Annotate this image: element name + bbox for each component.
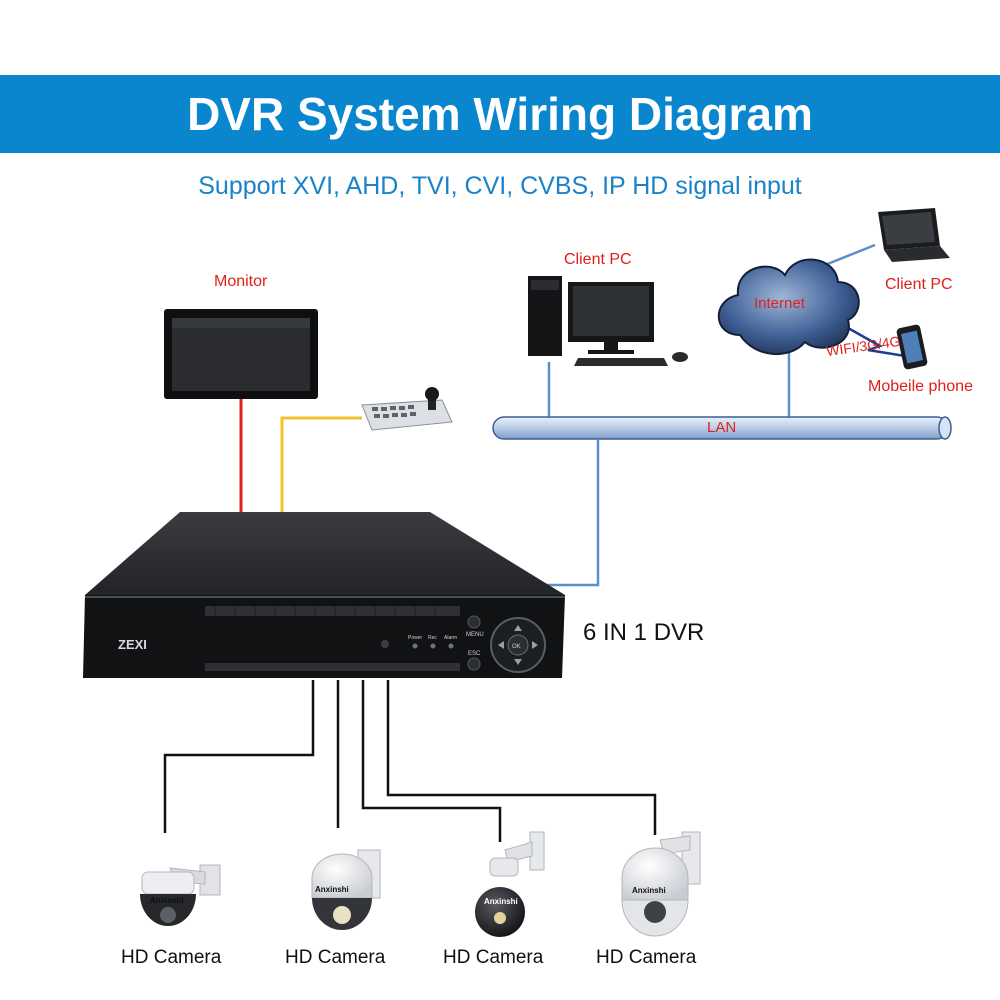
- mobile-phone-label: Mobeile phone: [868, 378, 973, 395]
- dvr-device: [83, 512, 565, 678]
- camera-wires: [163, 680, 657, 842]
- control-wire: [280, 416, 362, 512]
- lan-label: LAN: [707, 419, 737, 436]
- camera-2-device: [311, 849, 381, 930]
- page-subtitle: Support XVI, AHD, TVI, CVI, CVBS, IP HD …: [198, 172, 802, 200]
- internet-cloud: [717, 258, 860, 355]
- dvr-esc-label: ESC: [468, 651, 481, 657]
- client-pc-label-1: Client PC: [564, 251, 632, 268]
- camera-1-label: HD Camera: [121, 947, 222, 968]
- dvr-menu-label: MENU: [466, 632, 484, 638]
- camera-1-device: [140, 864, 221, 926]
- dvr-alarm-label: Alarm: [444, 635, 457, 641]
- client-pc-label-2: Client PC: [885, 276, 953, 293]
- dvr-label: 6 IN 1 DVR: [583, 619, 705, 646]
- camera-4-label: HD Camera: [596, 947, 697, 968]
- dvr-rec-label: Rec: [428, 635, 437, 641]
- internet-label: Internet: [754, 295, 805, 312]
- lan-pipe: [492, 416, 952, 440]
- monitor-label: Monitor: [214, 273, 268, 290]
- camera-3-device: [475, 831, 545, 937]
- dvr-power-label: Power: [408, 635, 423, 641]
- dvr-ok-label: OK: [512, 644, 521, 650]
- mobile-phone-device: [896, 324, 928, 370]
- dvr-brand-logo: ZEXI: [118, 637, 147, 652]
- camera-4-device: [621, 831, 701, 937]
- camera-1-brand: Anxinshi: [150, 896, 184, 905]
- page-title: DVR System Wiring Diagram: [187, 88, 813, 140]
- camera-2-brand: Anxinshi: [315, 885, 349, 894]
- camera-2-label: HD Camera: [285, 947, 386, 968]
- title-banner: DVR System Wiring Diagram: [0, 75, 1000, 153]
- camera-3-label: HD Camera: [443, 947, 544, 968]
- network-wires: [538, 243, 906, 587]
- monitor-device: [164, 309, 318, 399]
- client-pc-desktop: [528, 276, 688, 366]
- client-pc-laptop: [878, 208, 950, 262]
- camera-4-brand: Anxinshi: [632, 886, 666, 895]
- ptz-keyboard-device: [361, 387, 453, 431]
- camera-3-brand: Anxinshi: [484, 897, 518, 906]
